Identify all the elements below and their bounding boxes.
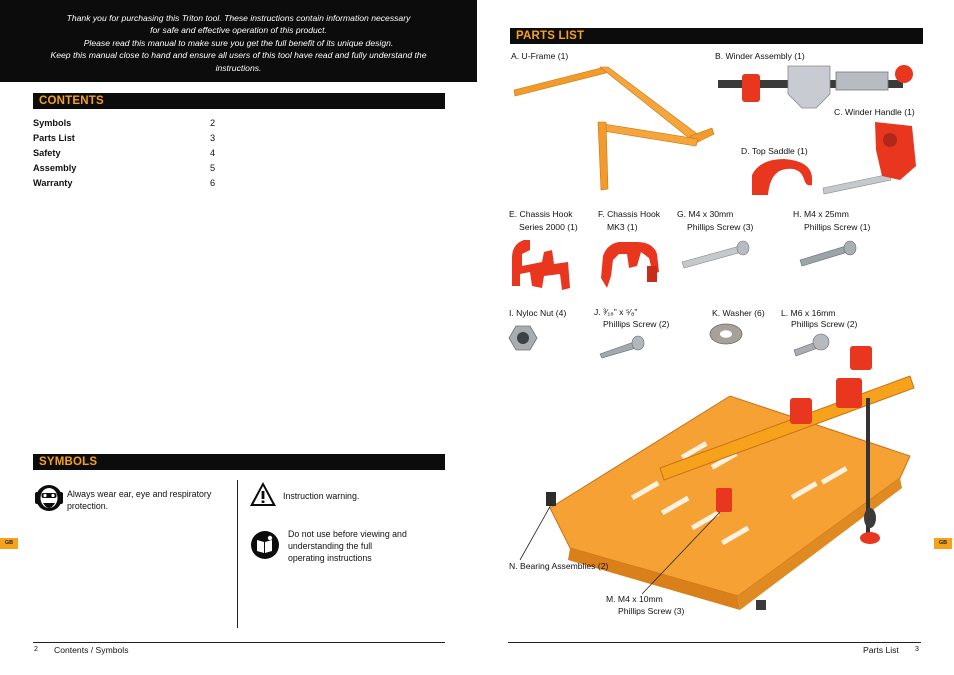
toc-item[interactable]: Warranty 6 — [33, 178, 253, 193]
part-m-sublabel: Phillips Screw (3) — [618, 606, 685, 616]
part-e-sublabel: Series 2000 (1) — [519, 222, 578, 232]
part-g-sublabel: Phillips Screw (3) — [687, 222, 754, 232]
contents-heading: CONTENTS — [33, 93, 445, 109]
toc-label: Assembly — [33, 163, 77, 173]
part-l-sublabel: Phillips Screw (2) — [791, 319, 858, 329]
nyloc-nut-image — [508, 325, 538, 351]
winder-handle-image — [822, 122, 916, 195]
manual-text: Do not use before viewing and understand… — [288, 529, 407, 563]
toc-item[interactable]: Parts List 3 — [33, 133, 253, 148]
page-number-left: 2 — [34, 646, 38, 653]
warning-text: Instruction warning. — [283, 491, 360, 501]
toc-item[interactable]: Assembly 5 — [33, 163, 253, 178]
part-h-sublabel: Phillips Screw (1) — [804, 222, 871, 232]
intro-line: for safe and effective operation of this… — [150, 25, 327, 36]
gb-tab-left: GB — [0, 538, 18, 549]
parts-heading: PARTS LIST — [510, 28, 923, 44]
intro-line: Keep this manual close to hand and ensur… — [50, 50, 427, 61]
part-j-label: J. ³⁄₁₆" x ⁵⁄₈" — [594, 307, 638, 317]
screw-j-image — [599, 335, 645, 359]
ppe-icon — [35, 485, 63, 511]
part-e-label: E. Chassis Hook — [509, 209, 573, 219]
intro-line: Please read this manual to make sure you… — [83, 37, 394, 48]
screw-l-image — [793, 333, 830, 357]
toc-page: 5 — [210, 163, 216, 173]
chassis-hook-series2000-image — [512, 240, 570, 290]
part-n-label: N. Bearing Assemblies (2) — [509, 561, 609, 571]
toc-item[interactable]: Safety 4 — [33, 148, 253, 163]
chassis-hook-mk3-image — [601, 242, 659, 288]
screw-g-image — [681, 240, 750, 269]
footer-title-right: Parts List — [863, 645, 899, 655]
toc-page: 2 — [210, 118, 216, 128]
footer-rule-left — [33, 642, 445, 643]
part-f-sublabel: MK3 (1) — [607, 222, 638, 232]
toc-label: Safety — [33, 148, 61, 158]
toc-label: Parts List — [33, 133, 75, 143]
toc-label: Symbols — [33, 118, 72, 128]
part-l-label: L. M6 x 16mm — [781, 308, 836, 318]
toc-page: 6 — [210, 178, 216, 188]
part-k-label: K. Washer (6) — [712, 308, 765, 318]
u-frame-image — [513, 66, 715, 191]
footer-rule-right — [508, 642, 921, 643]
part-m-label: M. M4 x 10mm — [606, 594, 663, 604]
toc-item[interactable]: Symbols 2 — [33, 118, 253, 133]
washer-image — [709, 323, 743, 345]
assembled-chassis-image — [546, 346, 915, 610]
toc-page: 3 — [210, 133, 216, 143]
part-h-label: H. M4 x 25mm — [793, 209, 849, 219]
intro-line: Thank you for purchasing this Triton too… — [66, 13, 411, 23]
part-b-label: B. Winder Assembly (1) — [715, 51, 805, 61]
intro-line: instructions. — [215, 62, 262, 73]
ppe-text: Always wear ear, eye and respiratory pro… — [67, 489, 212, 511]
part-g-label: G. M4 x 30mm — [677, 209, 734, 219]
winder-assembly-image — [718, 65, 913, 109]
gb-tab-right: GB — [934, 538, 952, 549]
intro-panel: Thank you for purchasing this Triton too… — [0, 0, 477, 82]
footer-title-left: Contents / Symbols — [54, 645, 129, 655]
symbols-divider — [237, 480, 238, 628]
toc-label: Warranty — [33, 178, 73, 188]
top-saddle-image — [752, 159, 812, 195]
page-number-right: 3 — [915, 646, 919, 653]
part-a-label: A. U-Frame (1) — [511, 51, 569, 61]
toc-page: 4 — [210, 148, 216, 158]
read-manual-icon — [251, 531, 279, 559]
symbols-heading: SYMBOLS — [33, 454, 445, 470]
part-f-label: F. Chassis Hook — [598, 209, 661, 219]
warning-icon — [250, 482, 276, 506]
part-i-label: I. Nyloc Nut (4) — [509, 308, 567, 318]
part-d-label: D. Top Saddle (1) — [741, 146, 808, 156]
contents-list: Symbols 2 Parts List 3 Safety 4 Assembly… — [33, 118, 253, 193]
part-c-label: C. Winder Handle (1) — [834, 107, 915, 117]
part-j-sublabel: Phillips Screw (2) — [603, 319, 670, 329]
screw-h-image — [799, 240, 857, 267]
